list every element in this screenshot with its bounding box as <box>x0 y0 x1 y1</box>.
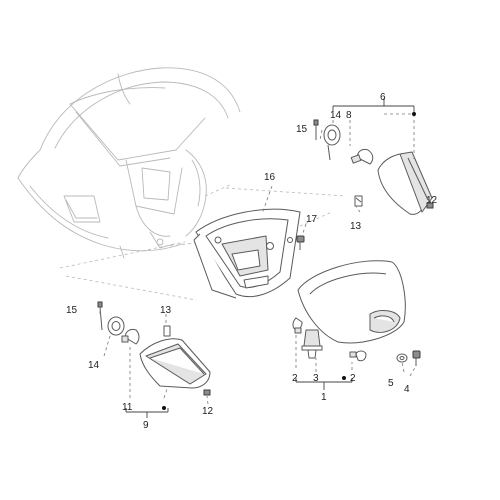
callout-14-right: 14 <box>330 110 342 121</box>
callout-4: 4 <box>404 384 410 395</box>
callout-1: 1 <box>321 392 327 403</box>
screw-17-part <box>296 235 305 250</box>
scooter-body-outline <box>17 67 241 259</box>
callout-15-right: 15 <box>296 124 308 135</box>
callout-13-right: 13 <box>350 221 362 232</box>
callout-8: 8 <box>346 110 352 121</box>
callout-6: 6 <box>380 92 386 103</box>
pin-15-right-part <box>313 119 319 140</box>
callout-2-left: 2 <box>292 373 298 384</box>
callout-labels: 6 14 8 15 16 17 13 12 15 13 14 11 12 9 2… <box>66 92 438 431</box>
callout-15-left: 15 <box>66 305 78 316</box>
clip-13-left-part <box>163 325 171 337</box>
rear-bulb-left-part <box>292 317 303 334</box>
callout-16: 16 <box>264 172 276 183</box>
screw-4-part <box>412 350 421 366</box>
callout-2-right: 2 <box>350 373 356 384</box>
callout-9: 9 <box>143 420 149 431</box>
dashed-leaders <box>99 113 433 405</box>
socket-14-left-part <box>107 316 125 336</box>
screw-12-left-part <box>203 389 211 396</box>
rear-bulb-right-part <box>349 350 367 362</box>
callout-3: 3 <box>313 373 319 384</box>
washer-5-part <box>396 353 408 363</box>
callout-13-left: 13 <box>160 305 172 316</box>
callout-12-left: 12 <box>202 406 214 417</box>
bracket-leaders <box>125 98 416 418</box>
bulb-8-part <box>350 149 374 165</box>
rear-bulb-holder-part <box>301 329 323 359</box>
right-turn-signal-part <box>377 151 433 215</box>
bulb-11-part <box>121 329 140 345</box>
socket-14-right-part <box>323 124 341 161</box>
left-turn-signal-part <box>139 338 211 389</box>
clip-13-right-part <box>354 195 363 207</box>
callout-11: 11 <box>122 402 133 413</box>
tail-light-frame-part <box>193 208 301 299</box>
callout-14-left: 14 <box>88 360 100 371</box>
callout-12-right: 12 <box>426 195 438 206</box>
callout-5: 5 <box>388 378 394 389</box>
callout-17: 17 <box>306 214 318 225</box>
rear-light-lens-part <box>297 260 406 344</box>
